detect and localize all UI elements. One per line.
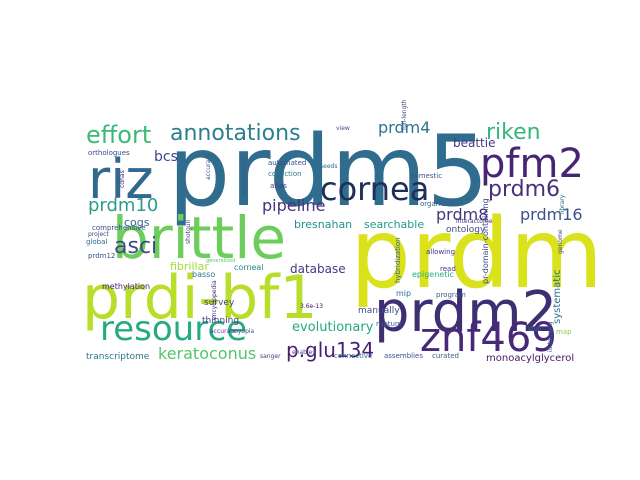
word: prdm8 (436, 205, 488, 224)
word: prdm12 (88, 252, 115, 260)
word: comprehensive (92, 224, 146, 232)
word: prdm (350, 198, 603, 310)
word: seeds (320, 163, 337, 170)
word: pr-domain-containing (481, 198, 490, 284)
word: brittle (112, 204, 286, 272)
word: representing (241, 158, 248, 196)
word: automated (268, 159, 306, 167)
word: prdm10 (88, 195, 158, 216)
word: project (88, 231, 109, 238)
word: enables (292, 349, 315, 356)
word: orthologues (88, 149, 130, 157)
word: sanger (260, 353, 281, 360)
word: epigenetic (412, 270, 454, 279)
word: full-length (401, 99, 408, 130)
word: evolutionary (292, 320, 374, 335)
word: riken (486, 120, 541, 145)
word: allowing (426, 248, 455, 256)
word: prdm4 (378, 118, 430, 137)
word: program (436, 291, 466, 299)
word: mip (396, 289, 411, 298)
word: prdm2 (374, 280, 557, 345)
word: 3.6e-13 (300, 303, 323, 310)
word: effort (86, 121, 151, 149)
word: domestic (410, 172, 442, 180)
word: bresnahan (294, 218, 352, 231)
word: monoacylglycerol (486, 353, 574, 364)
word: cdnas (119, 170, 126, 188)
word: pipeline (262, 196, 325, 215)
word: prdm5 (168, 115, 489, 229)
word: asci (114, 234, 157, 259)
word: organization (420, 200, 464, 208)
word: bcs (154, 149, 178, 165)
word: pfm2 (480, 141, 584, 187)
word: resource (100, 309, 247, 349)
word: myopia (232, 328, 255, 335)
word: systematic (552, 270, 563, 324)
word: collection (268, 170, 302, 178)
word: prdm6 (488, 177, 560, 202)
word: prdm16 (520, 205, 583, 224)
word: survey (204, 298, 235, 308)
word: keratoconus (158, 344, 256, 363)
word: library (559, 194, 566, 214)
word: manually (358, 306, 400, 316)
word: genome (557, 229, 564, 254)
word: searchable (364, 218, 424, 231)
word: assemblies (384, 352, 423, 360)
word: corneal (234, 263, 264, 272)
word: fibrillar (170, 260, 209, 273)
word: znf469 (420, 315, 557, 361)
word: curated (432, 352, 459, 360)
word: riz (88, 148, 154, 211)
word: view (336, 125, 350, 132)
word: basso (192, 270, 215, 279)
word: map (556, 328, 572, 336)
word: shotgun (185, 219, 192, 244)
word: rupture (376, 320, 402, 328)
word: annotations (170, 121, 301, 146)
word: interactome (456, 218, 493, 225)
word: thinning (202, 316, 239, 326)
word: atlas (270, 182, 287, 190)
word: cornea (320, 170, 429, 208)
word: accurate (210, 328, 237, 335)
word: beattie (453, 136, 495, 150)
word: prdi-bf1 (82, 263, 318, 333)
word: read (440, 265, 456, 273)
word: connective (334, 352, 372, 360)
word: stub (528, 326, 541, 333)
word: ontology (446, 225, 486, 235)
word: hybridization (394, 237, 402, 283)
word: cogs (124, 216, 150, 229)
word: accuracy (205, 152, 212, 180)
word: transcriptome (86, 352, 150, 362)
word: generalized (206, 258, 235, 264)
word: methylation (102, 282, 150, 291)
word: p.glu134 (286, 338, 374, 362)
word: id-tagging (547, 321, 554, 352)
word: global (86, 238, 107, 246)
word: database (290, 262, 346, 276)
word: encyclopedia (211, 280, 218, 320)
